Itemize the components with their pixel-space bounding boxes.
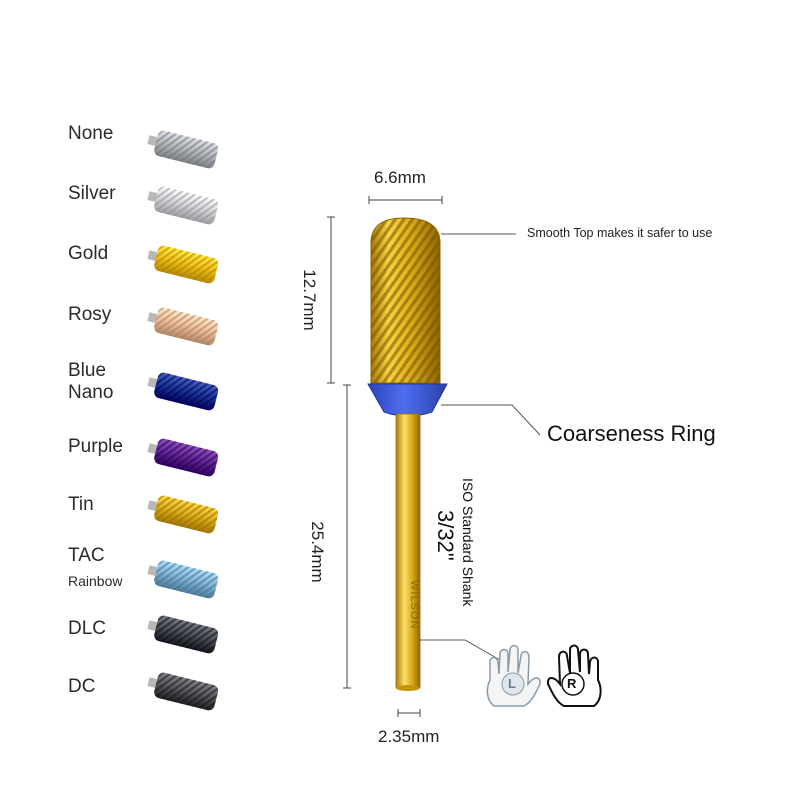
smooth-top-callout: Smooth Top makes it safer to use — [527, 226, 713, 240]
coating-sample-rosy — [147, 306, 220, 347]
coating-label-blue: Blue — [68, 360, 107, 381]
coating-label-gold: Gold — [68, 243, 109, 264]
coating-sample-purple — [147, 437, 220, 478]
shank-standard-label: ISO Standard Shank — [460, 478, 476, 607]
coating-label-none: None — [68, 123, 114, 144]
coarseness-ring-callout: Coarseness Ring — [547, 421, 716, 446]
coating-sample-none — [147, 129, 220, 170]
coating-label-silver: Silver — [68, 183, 116, 204]
left-hand-label: L — [508, 676, 516, 691]
right-hand-icon — [546, 644, 602, 707]
coating-label-dlc: DLC — [68, 618, 107, 639]
coating-label-tin: Tin — [68, 494, 94, 515]
dim-shank-length: 25.4mm — [308, 521, 327, 583]
coating-label-dc: DC — [68, 676, 96, 697]
right-hand-label: R — [567, 676, 577, 691]
coating-label-tac: TAC — [68, 545, 105, 566]
drill-head — [370, 217, 441, 384]
left-hand-icon — [486, 644, 541, 707]
coating-sample-blue-nano — [147, 371, 220, 412]
dim-head-length: 12.7mm — [300, 269, 319, 331]
coating-label-rosy: Rosy — [68, 304, 112, 325]
dim-shank-diameter: 2.35mm — [378, 727, 440, 746]
coating-label-nano: Nano — [68, 382, 114, 403]
coating-sample-tin — [147, 494, 220, 535]
coarseness-ring — [367, 383, 448, 417]
drill-shank — [395, 413, 421, 691]
coating-label-purple: Purple — [68, 436, 123, 457]
dim-head-width: 6.6mm — [374, 168, 426, 187]
coating-sample-tac-rainbow — [147, 559, 220, 600]
callout-leaders — [420, 233, 541, 661]
coating-sample-silver — [147, 185, 220, 226]
coating-sample-dlc — [147, 614, 220, 655]
dimension-lines — [327, 196, 443, 717]
shank-size-label: 3/32" — [433, 510, 458, 561]
brand-watermark: WILSON — [408, 580, 420, 630]
coating-sample-gold — [147, 244, 220, 285]
coating-label-rainbow: Rainbow — [68, 573, 123, 589]
coating-sample-dc — [147, 671, 220, 712]
